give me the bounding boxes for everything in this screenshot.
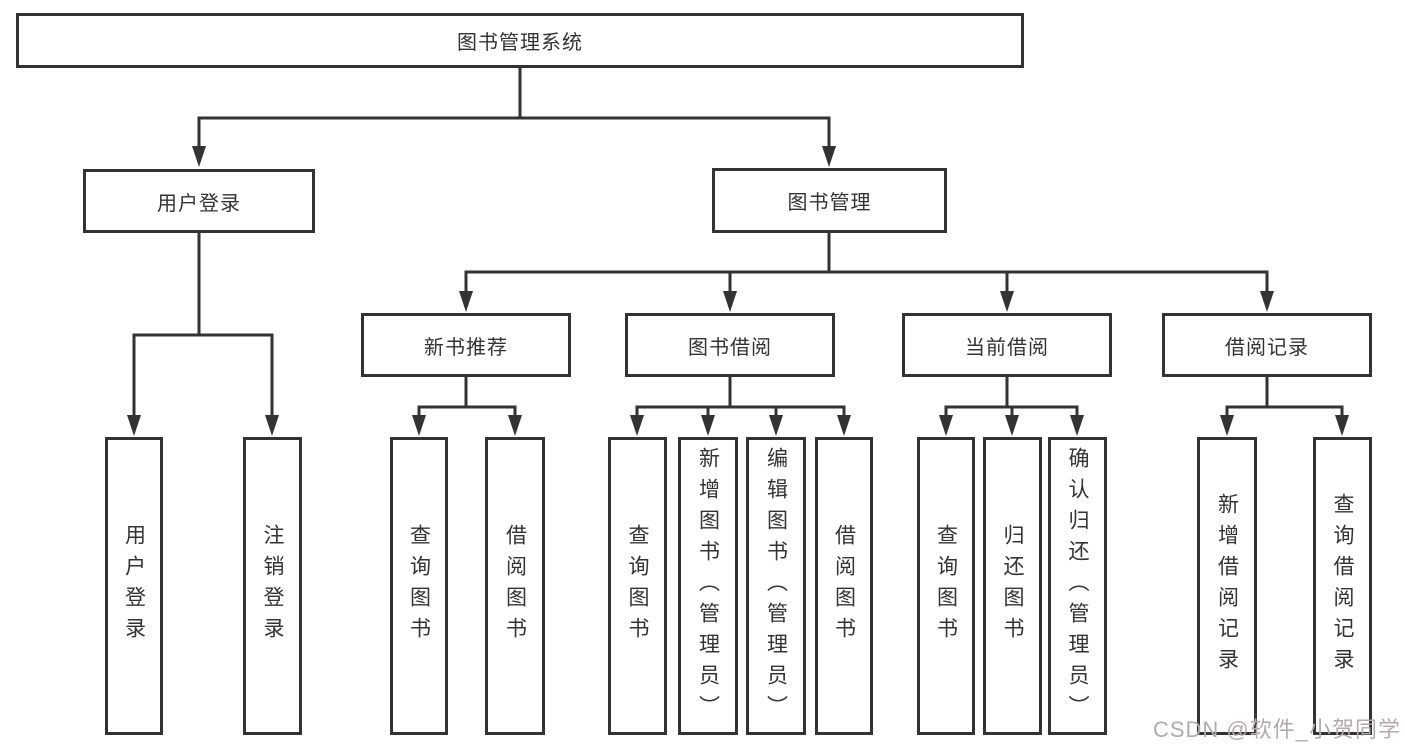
connector-level3-bar [464,270,1269,292]
leaf-borrow-borrow-books: 借阅图书 [815,437,873,735]
leaf-logout: 注销登录 [243,437,302,735]
node-book-borrow: 图书借阅 [625,313,835,377]
connector-level2-bar [197,116,831,147]
node-current-borrow: 当前借阅 [902,313,1112,377]
arrow-down-icon [1335,415,1349,436]
connector-borrow-bar [635,405,846,416]
arrow-down-icon [459,291,473,312]
csdn-watermark: CSDN @软件_小贺同学 [1152,717,1401,742]
arrow-down-icon [837,415,851,436]
leaf-current-confirm-return-admin: 确认归还（管理员） [1048,437,1107,735]
leaf-user-login: 用户登录 [105,437,163,735]
connector-userlogin-bar [132,333,274,416]
arrow-down-icon [723,291,737,312]
arrow-down-icon [822,146,836,167]
connector-newbook-bar [417,405,517,416]
arrow-down-icon [265,415,279,436]
arrow-down-icon [1220,415,1234,436]
arrow-down-icon [939,415,953,436]
leaf-current-return-books: 归还图书 [983,437,1042,735]
arrow-down-icon [1005,415,1019,436]
node-root-system: 图书管理系统 [16,13,1024,68]
node-book-management: 图书管理 [712,168,947,233]
node-new-book-recommend: 新书推荐 [361,313,571,377]
arrow-down-icon [127,415,141,436]
arrow-down-icon [412,415,426,436]
leaf-newbook-borrow-books: 借阅图书 [485,437,545,735]
arrow-down-icon [1070,415,1084,436]
arrow-down-icon [1260,291,1274,312]
node-user-login: 用户登录 [83,169,315,233]
leaf-borrow-query-books: 查询图书 [608,437,667,735]
connector-lines [132,67,1344,416]
leaf-records-add-record: 新增借阅记录 [1197,437,1257,735]
leaf-current-query-books: 查询图书 [917,437,975,735]
node-borrow-records: 借阅记录 [1162,313,1372,377]
arrowheads [127,146,1349,436]
arrow-down-icon [1000,291,1014,312]
arrow-down-icon [508,415,522,436]
arrow-down-icon [769,415,783,436]
connector-records-bar [1225,405,1344,416]
arrow-down-icon [192,146,206,167]
arrow-down-icon [630,415,644,436]
leaf-newbook-query-books: 查询图书 [390,437,448,735]
leaf-borrow-add-books-admin: 新增图书（管理员） [678,437,738,735]
arrow-down-icon [701,415,715,436]
leaf-records-query-record: 查询借阅记录 [1313,437,1372,735]
leaf-borrow-edit-books-admin: 编辑图书（管理员） [746,437,806,735]
